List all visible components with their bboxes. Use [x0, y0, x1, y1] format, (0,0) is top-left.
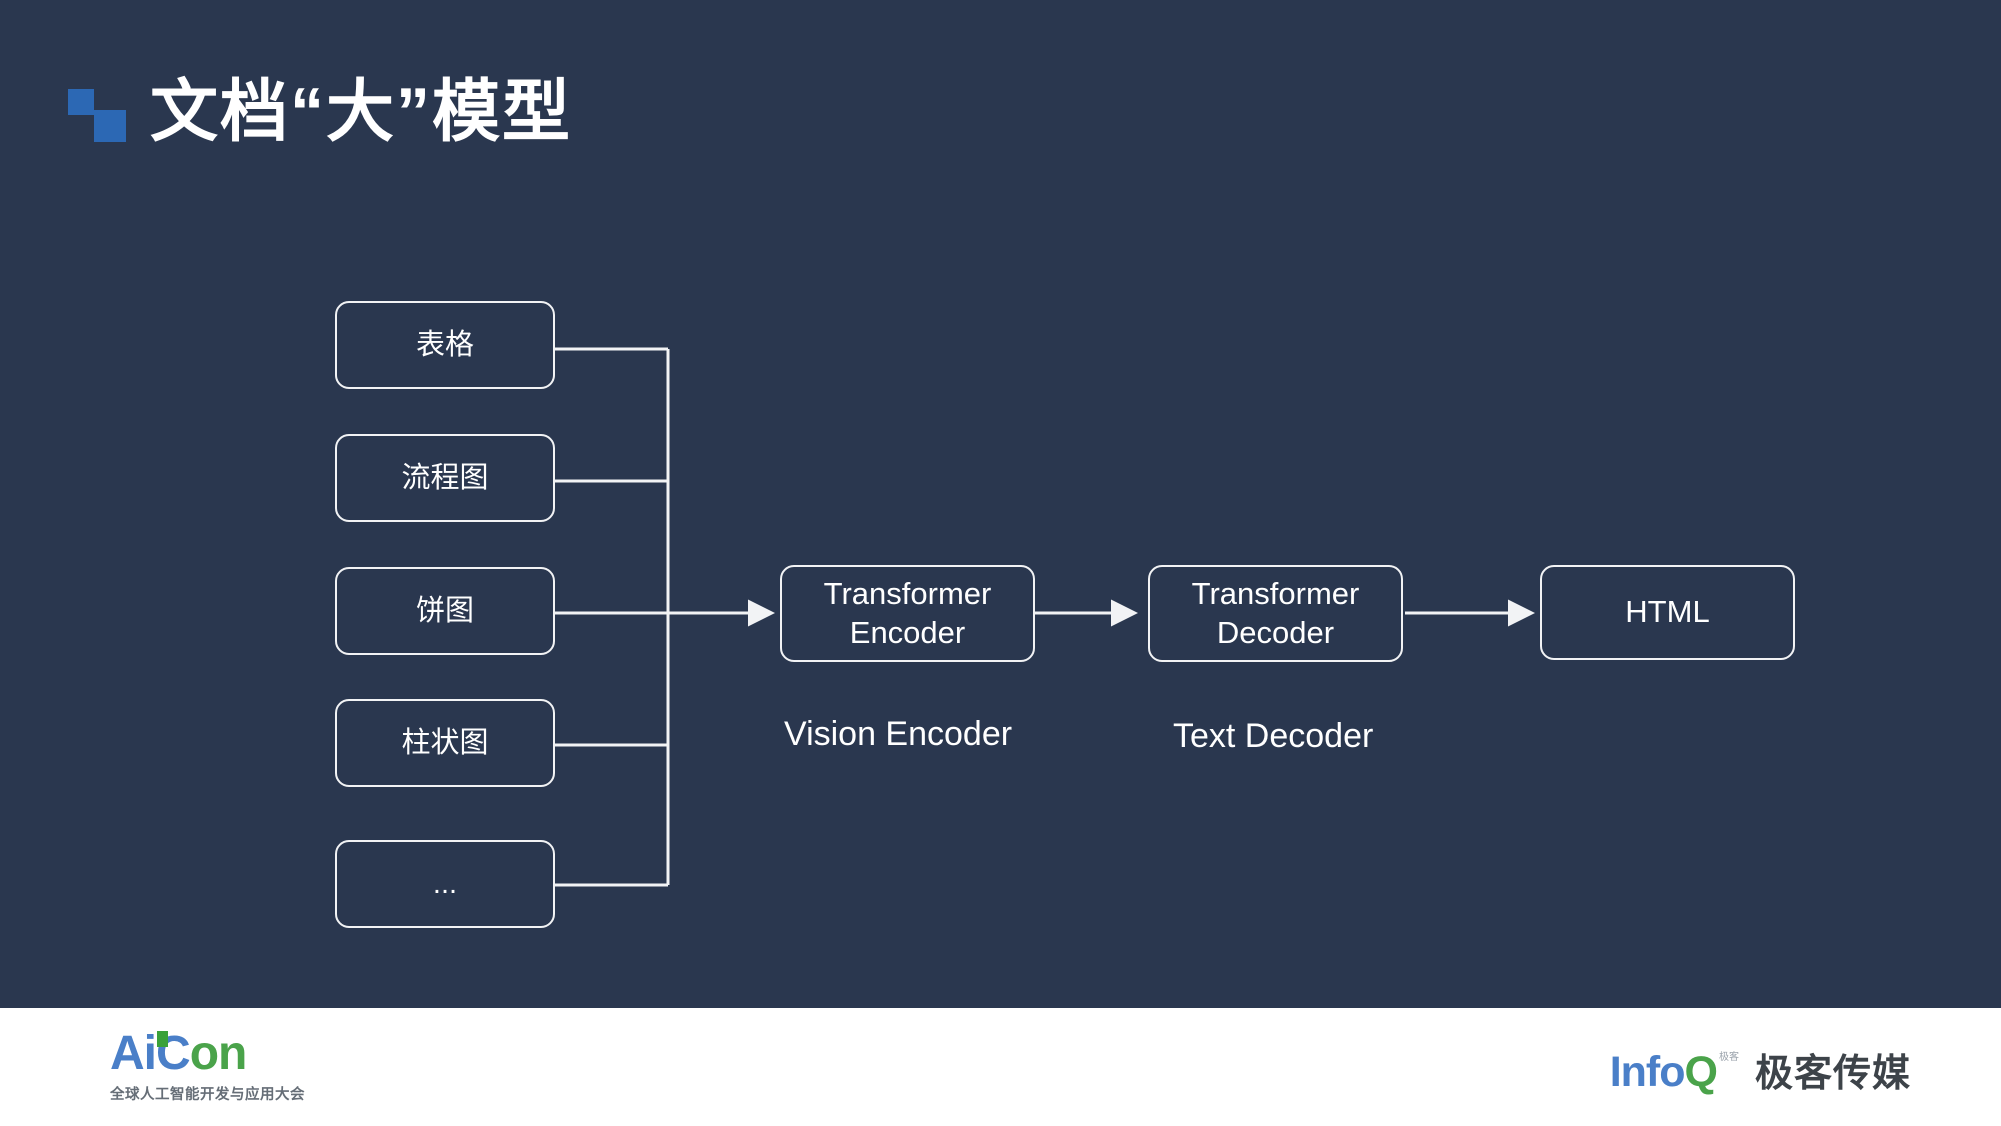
input-node-barchart[interactable]: 柱状图: [335, 699, 555, 787]
input-node-piechart[interactable]: 饼图: [335, 567, 555, 655]
infoq-superscript: 极客: [1718, 1052, 1739, 1063]
input-node-flowchart[interactable]: 流程图: [335, 434, 555, 522]
input-node-table[interactable]: 表格: [335, 301, 555, 389]
aicon-letters-on: on: [189, 1027, 248, 1080]
input-node-label: 表格: [415, 328, 474, 361]
input-node-ellipsis[interactable]: ...: [335, 840, 555, 928]
input-node-label: ...: [432, 867, 458, 900]
infoq-wordmark-info: Info: [1609, 1048, 1686, 1096]
slide-canvas: [0, 0, 2001, 1008]
squares-logo-icon: [68, 82, 126, 142]
aicon-logo: AiCon 全球人工智能开发与应用大会: [110, 1030, 330, 1104]
stage-node-transformer-decoder[interactable]: Transformer Decoder: [1148, 565, 1403, 662]
aicon-wordmark: AiCon: [110, 1027, 248, 1080]
infoq-chinese-name: 极客传媒: [1754, 1053, 1911, 1095]
stage-node-label: Transformer Encoder: [823, 575, 992, 650]
aicon-green-dot-icon: [157, 1031, 168, 1047]
page-title: 文档“大”模型: [150, 74, 573, 150]
input-node-label: 饼图: [415, 594, 474, 627]
stage-node-transformer-encoder[interactable]: Transformer Encoder: [780, 565, 1035, 662]
connector-lines: [555, 347, 1535, 887]
input-node-label: 流程图: [401, 461, 489, 494]
aicon-letter-a: A: [110, 1027, 145, 1080]
logo-square-small-icon: [68, 89, 94, 115]
stage-node-label: Transformer Decoder: [1191, 575, 1360, 650]
aicon-letter-i: i: [143, 1027, 157, 1080]
aicon-subtitle: 全球人工智能开发与应用大会: [110, 1087, 305, 1103]
infoq-wordmark-q: Q: [1684, 1048, 1718, 1096]
stage-node-label: HTML: [1625, 594, 1710, 630]
architecture-diagram: 表格 流程图 饼图 柱状图 ... Transformer Encoder Tr…: [335, 301, 1795, 928]
stage-node-html[interactable]: HTML: [1540, 565, 1795, 660]
caption-vision-encoder: Vision Encoder: [784, 715, 1013, 753]
caption-text-decoder: Text Decoder: [1173, 717, 1374, 755]
logo-square-large-icon: [94, 110, 126, 142]
slide-header: 文档“大”模型: [68, 78, 572, 146]
input-node-label: 柱状图: [401, 726, 489, 759]
